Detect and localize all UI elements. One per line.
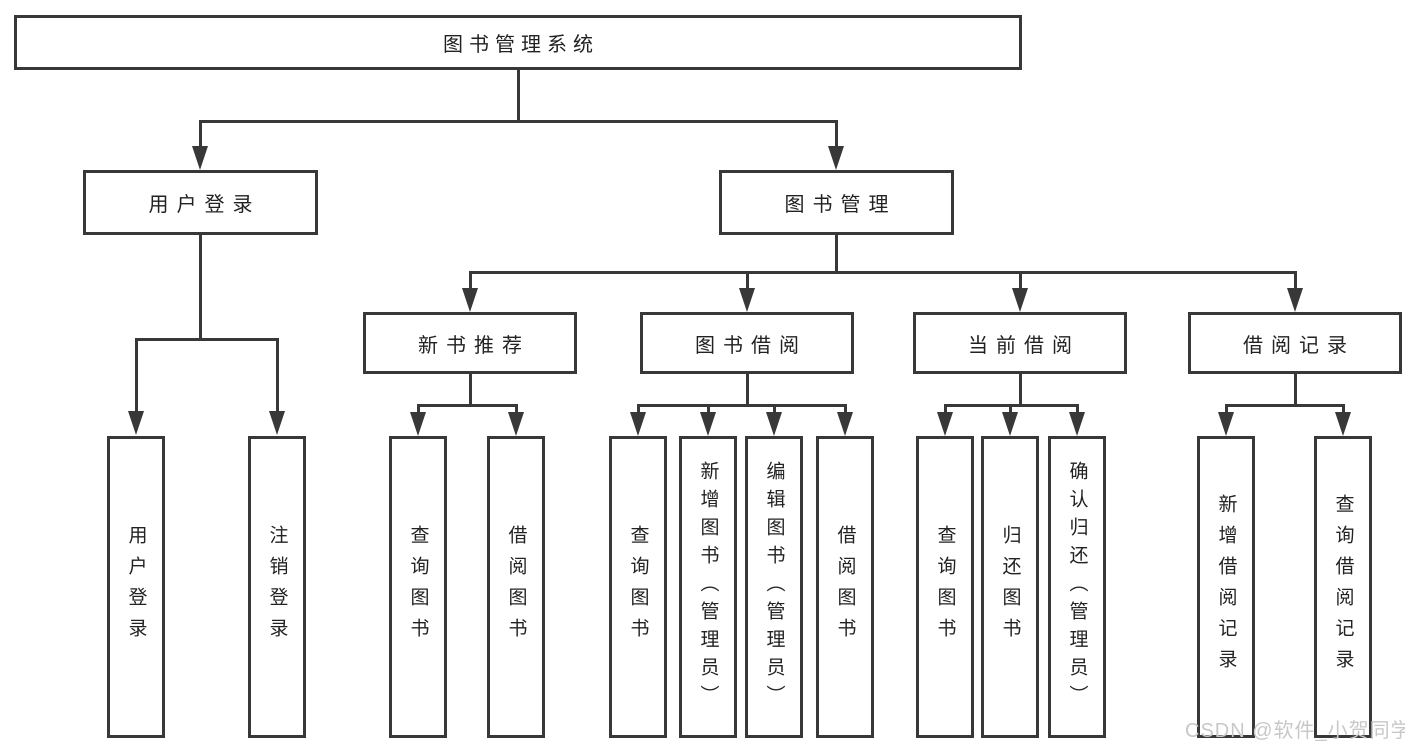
connector-shaft-book-borrow	[746, 271, 749, 289]
node-borrowing-records: 借阅记录	[1188, 312, 1402, 374]
connector-shaft-user-login	[199, 120, 202, 148]
node-current-borrowing: 当前借阅	[913, 312, 1127, 374]
node-leaf-return-books: 归还图书	[981, 436, 1039, 738]
connector-branch-user-login	[135, 338, 279, 341]
arrow-down-icon	[1012, 288, 1028, 312]
connector-shaft-new-book	[469, 271, 472, 289]
arrow-down-icon	[462, 288, 478, 312]
node-label: 借阅图书	[505, 525, 527, 649]
connector-root-stub	[517, 69, 520, 122]
connector-shaft-leaf	[417, 404, 420, 414]
arrow-down-icon	[837, 412, 853, 436]
node-leaf-logout: 注销登录	[248, 436, 306, 738]
node-label: 编辑图书（管理员）	[763, 461, 785, 713]
node-library-management-system: 图书管理系统	[14, 15, 1022, 70]
node-label: 用户登录	[148, 194, 261, 216]
arrow-down-icon	[937, 412, 953, 436]
node-label: 查询图书	[934, 525, 956, 649]
connector-shaft-leaf	[637, 404, 640, 414]
connector-stub	[1294, 373, 1297, 406]
node-label: 归还图书	[999, 525, 1021, 649]
connector-shaft-leaf	[1009, 404, 1012, 414]
node-leaf-user-login: 用户登录	[107, 436, 165, 738]
arrow-down-icon	[128, 411, 144, 435]
arrow-down-icon	[192, 146, 208, 170]
node-label: 查询图书	[407, 525, 429, 649]
node-book-borrowing: 图书借阅	[640, 312, 854, 374]
connector-branch-new-book	[417, 404, 518, 407]
node-leaf-borrow-books: 借阅图书	[816, 436, 874, 738]
connector-stub	[1019, 373, 1022, 406]
node-label: 借阅图书	[834, 525, 856, 649]
node-leaf-query-books: 查询图书	[916, 436, 974, 738]
connector-branch-borrow-records	[1225, 404, 1345, 407]
connector-stub	[469, 373, 472, 406]
connector-branch-level2	[469, 271, 1297, 274]
connector-shaft-leaf	[515, 404, 518, 414]
arrow-down-icon	[828, 146, 844, 170]
node-label: 图书管理	[784, 194, 897, 216]
arrow-down-icon	[1335, 412, 1351, 436]
connector-stub	[746, 373, 749, 406]
node-label: 图书管理系统	[443, 34, 599, 56]
connector-user-login-stub	[199, 234, 202, 340]
node-label: 借阅记录	[1243, 334, 1355, 357]
connector-shaft-leaf	[1225, 404, 1228, 414]
connector-branch-book-borrow	[637, 404, 847, 407]
connector-shaft-leaf	[773, 404, 776, 414]
connector-shaft-leaf	[1076, 404, 1079, 414]
connector-shaft-leaf	[135, 338, 138, 412]
arrow-down-icon	[269, 411, 285, 435]
node-label: 当前借阅	[968, 334, 1080, 357]
connector-shaft-borrow-records	[1294, 271, 1297, 289]
node-label: 注销登录	[266, 525, 288, 649]
arrow-down-icon	[630, 412, 646, 436]
arrow-down-icon	[1002, 412, 1018, 436]
node-leaf-edit-books-admin: 编辑图书（管理员）	[745, 436, 803, 738]
node-leaf-add-borrow-record: 新增借阅记录	[1197, 436, 1255, 738]
csdn-watermark: CSDN @软件_小贺同学	[1185, 720, 1405, 742]
node-label: 查询图书	[627, 525, 649, 649]
node-leaf-borrow-books: 借阅图书	[487, 436, 545, 738]
node-leaf-query-borrow-record: 查询借阅记录	[1314, 436, 1372, 738]
connector-book-management-stub	[835, 234, 838, 274]
node-book-management: 图书管理	[719, 170, 954, 235]
node-label: 新增图书（管理员）	[697, 461, 719, 713]
node-label: 新增借阅记录	[1215, 494, 1237, 680]
arrow-down-icon	[1287, 288, 1303, 312]
connector-shaft-current-borrow	[1019, 271, 1022, 289]
node-label: 查询借阅记录	[1332, 494, 1354, 680]
node-label: 用户登录	[125, 525, 147, 649]
arrow-down-icon	[700, 412, 716, 436]
connector-shaft-leaf	[707, 404, 710, 414]
connector-shaft-book-management	[835, 120, 838, 148]
connector-shaft-leaf	[944, 404, 947, 414]
node-label: 图书借阅	[695, 334, 807, 357]
arrow-down-icon	[410, 412, 426, 436]
arrow-down-icon	[1218, 412, 1234, 436]
connector-shaft-leaf	[1342, 404, 1345, 414]
connector-shaft-leaf	[844, 404, 847, 414]
node-leaf-confirm-return-admin: 确认归还（管理员）	[1048, 436, 1106, 738]
node-label: 确认归还（管理员）	[1066, 461, 1088, 713]
arrow-down-icon	[739, 288, 755, 312]
node-leaf-add-books-admin: 新增图书（管理员）	[679, 436, 737, 738]
connector-branch-level1	[199, 120, 838, 123]
node-label: 新书推荐	[418, 334, 530, 357]
node-user-login: 用户登录	[83, 170, 318, 235]
node-leaf-query-books: 查询图书	[609, 436, 667, 738]
node-leaf-query-books: 查询图书	[389, 436, 447, 738]
connector-shaft-leaf	[276, 338, 279, 412]
arrow-down-icon	[1069, 412, 1085, 436]
node-new-book-recommendation: 新书推荐	[363, 312, 577, 374]
arrow-down-icon	[766, 412, 782, 436]
arrow-down-icon	[508, 412, 524, 436]
